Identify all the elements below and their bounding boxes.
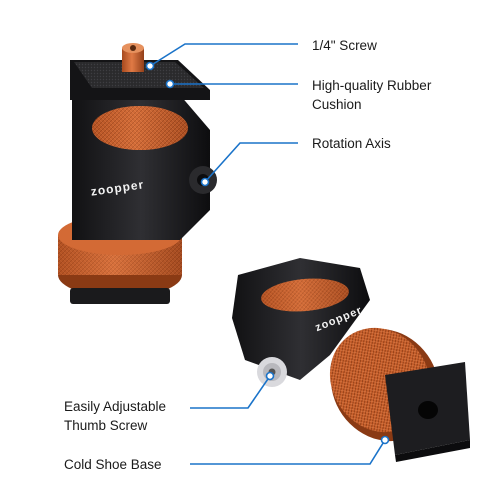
thumb-label-line1: Easily Adjustable: [64, 399, 167, 414]
callout-line-thumb: [190, 375, 271, 409]
callout-line-rotation: [204, 142, 298, 183]
lower-mount: zoopper: [232, 258, 470, 462]
callout-lines: [149, 43, 386, 465]
callout-dot-cold-shoe: [380, 435, 390, 445]
callout-label-thumb: Easily Adjustable Thumb Screw: [64, 397, 166, 435]
callout-dot-rotation: [200, 177, 210, 187]
rotation-label-text: Rotation Axis: [312, 136, 391, 151]
callout-dot-screw: [145, 61, 155, 71]
callout-dot-cushion: [165, 79, 175, 89]
callout-line-cold-shoe: [190, 439, 386, 465]
thumb-label-line2: Thumb Screw: [64, 418, 148, 433]
cushion-label-line2: Cushion: [312, 97, 362, 112]
upper-mount: zoopper: [58, 43, 217, 304]
callout-label-screw: 1/4" Screw: [312, 36, 377, 55]
callout-dots: [145, 61, 390, 445]
callout-label-cold-shoe: Cold Shoe Base: [64, 455, 162, 474]
cold-shoe-label-text: Cold Shoe Base: [64, 457, 162, 472]
screw-shape: [122, 48, 144, 72]
cushion-label-line1: High-quality Rubber: [312, 78, 432, 93]
screw-label-text: 1/4" Screw: [312, 38, 377, 53]
callout-dot-thumb: [265, 371, 275, 381]
callout-label-cushion: High-quality Rubber Cushion: [312, 76, 431, 114]
callout-label-rotation: Rotation Axis: [312, 134, 391, 153]
callout-line-screw: [149, 43, 298, 67]
